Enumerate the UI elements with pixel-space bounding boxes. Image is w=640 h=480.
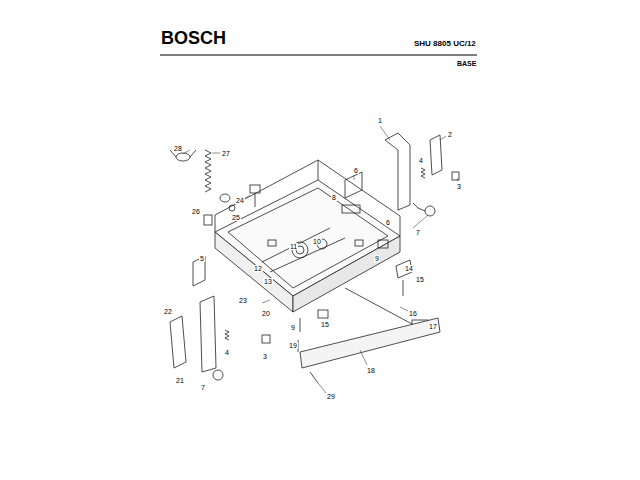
callout-number: 28 [173,145,183,152]
callout-number: 9 [290,324,296,331]
leader-lines [183,126,458,393]
callout-number: 26 [191,208,201,215]
callout-number: 4 [224,349,230,356]
callout-number: 25 [231,214,241,221]
callout-number: 4 [418,157,424,164]
spring [205,150,235,211]
callout-number: 3 [262,353,268,360]
callout-number: 15 [320,321,330,328]
callout-number: 10 [312,238,322,245]
callout-number: 18 [366,367,376,374]
callout-number: 22 [163,308,173,315]
callout-number: 16 [408,310,418,317]
kickplate [300,318,440,383]
callout-number: 24 [235,197,245,204]
callout-number: 21 [175,377,185,384]
callout-number: 1 [377,117,383,124]
model-number: SHU 8805 UC/12 [413,40,477,48]
callout-number: 12 [253,265,263,272]
callout-number: 13 [263,278,273,285]
callout-number: 6 [353,167,359,174]
section-title: BASE [456,60,477,67]
callout-number: 27 [221,150,231,157]
callout-number: 7 [415,229,421,236]
callout-number: 23 [238,297,248,304]
base-tub [215,160,400,312]
callout-number: 5 [199,255,205,262]
hose-clip [170,150,260,225]
callout-number: 17 [428,323,438,330]
callout-number: 15 [415,276,425,283]
callout-number: 3 [456,183,462,190]
header-rule [160,54,477,55]
callout-number: 29 [326,393,336,400]
hinge-bracket [342,133,459,216]
callout-number: 2 [447,131,453,138]
callout-number: 20 [261,310,271,317]
callout-number: 11 [289,243,298,250]
left-bracket [170,296,270,380]
callout-number: 7 [200,384,206,391]
callout-number: 6 [385,219,391,226]
callout-number: 8 [331,194,337,201]
callout-number: 19 [288,342,298,349]
callout-number: 14 [404,265,414,272]
callout-number: 9 [374,255,380,262]
brand-name: BOSCH [160,29,227,47]
